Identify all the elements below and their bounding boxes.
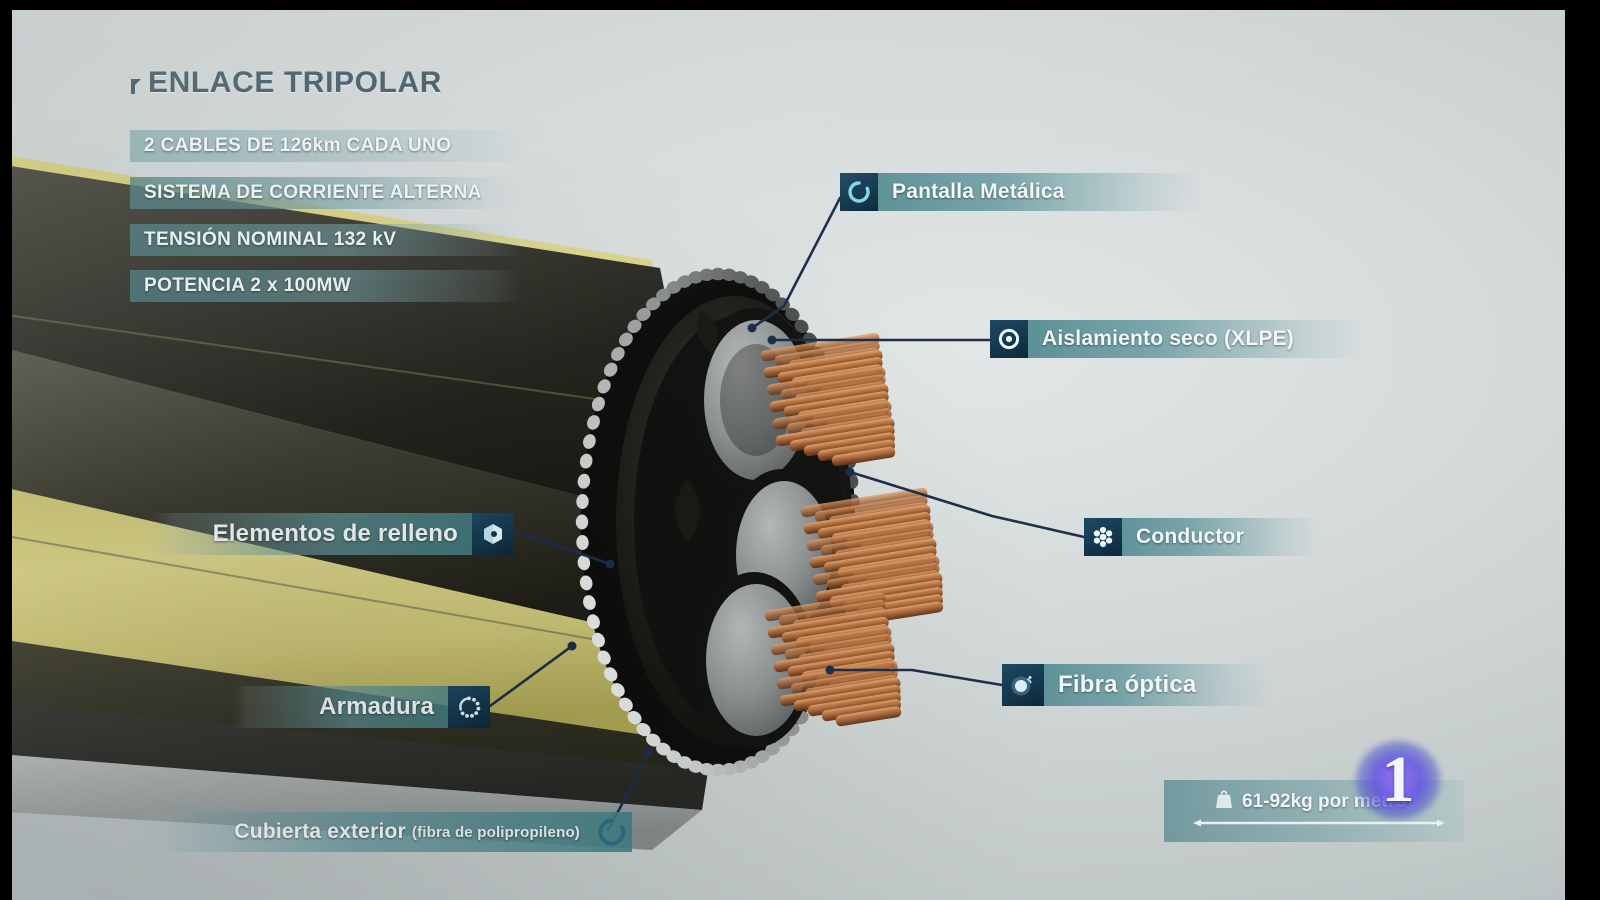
channel-logo: 1	[1342, 728, 1454, 832]
stranded-conductor-icon	[1084, 518, 1122, 556]
infographic-stage: ENLACE TRIPOLAR 2 CABLES DE 126km CADA U…	[12, 10, 1565, 900]
callout-conductor-label: Conductor	[1136, 525, 1244, 548]
graphic-title: ENLACE TRIPOLAR	[130, 66, 442, 100]
copper-conductor-strands	[760, 332, 944, 727]
armour-dotted-ring-icon	[448, 686, 490, 728]
callout-aislamiento-seco[interactable]: Aislamiento seco (XLPE)	[990, 320, 1365, 358]
spec-chip-voltage: TENSIÓN NOMINAL 132 kV	[130, 224, 523, 256]
callout-cubierta-exterior-sublabel: (fibra de polipropileno)	[411, 823, 580, 841]
title-flag-icon	[130, 69, 143, 94]
callout-aislamiento-seco-label: Aislamiento seco (XLPE)	[1042, 327, 1294, 350]
filler-element-icon	[472, 513, 514, 555]
spec-chip-cables: 2 CABLES DE 126km CADA UNO	[130, 130, 523, 162]
callout-cubierta-exterior-label: Cubierta exterior	[234, 820, 406, 843]
callout-pantalla-metalica[interactable]: Pantalla Metálica	[840, 173, 1202, 211]
callout-fibra-optica[interactable]: Fibra óptica	[1002, 664, 1274, 706]
callout-armadura[interactable]: Armadura	[234, 686, 490, 728]
callout-pantalla-metalica-label: Pantalla Metálica	[892, 180, 1065, 203]
spec-chip-cables-text: 2 CABLES DE 126km CADA UNO	[144, 135, 452, 156]
graphic-title-text: ENLACE TRIPOLAR	[148, 66, 442, 99]
callout-fibra-optica-label: Fibra óptica	[1058, 671, 1197, 698]
spec-chip-voltage-text: TENSIÓN NOMINAL 132 kV	[144, 229, 397, 250]
spec-chip-power-text: POTENCIA 2 x 100MW	[144, 275, 352, 296]
spec-chip-power: POTENCIA 2 x 100MW	[130, 270, 523, 302]
insulation-donut-icon	[990, 320, 1028, 358]
metallic-screen-ring-icon	[840, 173, 878, 211]
channel-logo-glow	[1342, 728, 1454, 832]
weight-icon	[1214, 788, 1234, 816]
spec-chip-current-system-text: SISTEMA DE CORRIENTE ALTERNA	[144, 182, 482, 203]
callout-cubierta-exterior[interactable]: Cubierta exterior (fibra de polipropilen…	[132, 812, 632, 852]
outer-sheath-arc-icon	[592, 812, 632, 852]
callout-armadura-label: Armadura	[319, 693, 434, 720]
callout-elementos-de-relleno-label: Elementos de relleno	[212, 520, 458, 547]
callout-conductor[interactable]: Conductor	[1084, 518, 1322, 556]
channel-logo-number: 1	[1381, 743, 1415, 816]
optical-fiber-dot-icon	[1002, 664, 1044, 706]
spec-chip-current-system: SISTEMA DE CORRIENTE ALTERNA	[130, 177, 523, 209]
callout-elementos-de-relleno[interactable]: Elementos de relleno	[152, 513, 514, 555]
